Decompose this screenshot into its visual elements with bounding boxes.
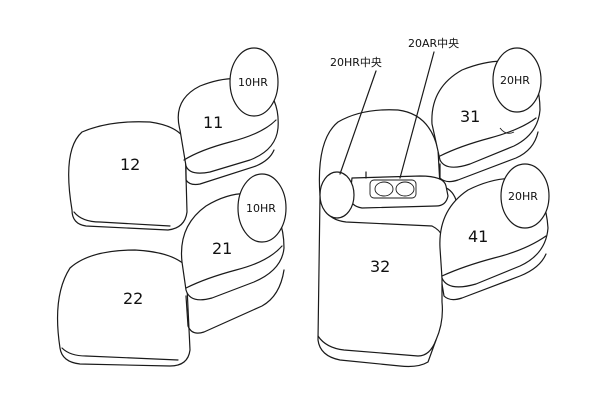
headrest-label-20hr-top: 20HR: [500, 74, 530, 87]
headrest-20hr-mid: 20HR: [500, 163, 550, 229]
seat-label-21: 21: [212, 239, 232, 258]
callout-20hr-center: 20HR中央: [330, 56, 382, 175]
seat-22: 22: [56, 249, 191, 367]
headrest-10hr-top: 10HR: [229, 47, 279, 117]
seat-label-31: 31: [460, 107, 480, 126]
headrest-20hr-top: 20HR: [492, 47, 542, 113]
callout-label-20hr-center: 20HR中央: [330, 56, 382, 69]
seat-label-11: 11: [203, 113, 223, 132]
seat-label-41: 41: [468, 227, 488, 246]
seat-label-22: 22: [123, 289, 143, 308]
headrest-20hr-center: [319, 171, 355, 219]
headrest-label-10hr-top: 10HR: [238, 76, 268, 89]
headrest-label-10hr-mid: 10HR: [246, 202, 276, 215]
headrest-10hr-mid: 10HR: [237, 173, 287, 243]
seat-32: 32: [317, 109, 457, 368]
seat-label-12: 12: [120, 155, 140, 174]
rear-center-armrest: [349, 175, 449, 209]
headrest-label-20hr-mid: 20HR: [508, 190, 538, 203]
seat-label-32: 32: [370, 257, 390, 276]
callout-20ar-center: 20AR中央: [399, 37, 459, 179]
callout-label-20ar-center: 20AR中央: [408, 37, 459, 50]
seat-12: 12: [68, 121, 188, 231]
